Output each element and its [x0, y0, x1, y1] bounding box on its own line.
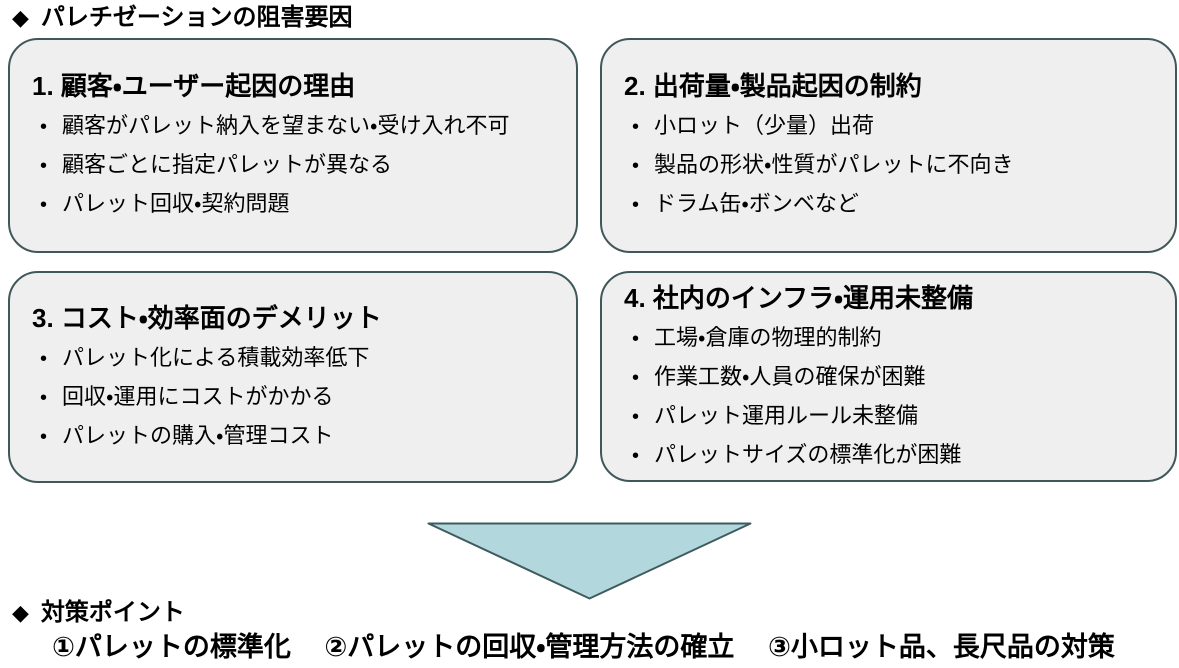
bullet-dot-icon: • — [632, 444, 640, 467]
bullet-item: • 顧客ごとに指定パレットが異なる — [30, 146, 562, 185]
bullet-item: • 小ロット（少量）出荷 — [622, 107, 1161, 146]
bullet-list: • パレット化による積載効率低下 • 回収・運用にコストがかかる • パレットの… — [30, 339, 562, 456]
bullet-dot-icon: • — [40, 155, 48, 177]
bullet-text: 小ロット（少量）出荷 — [654, 113, 875, 138]
bullet-text: 工場・倉庫の物理的制約 — [654, 324, 882, 350]
bullet-dot-icon: • — [40, 386, 48, 409]
bullet-list: • 工場・倉庫の物理的制約 • 作業工数・人員の確保が困難 • パレット運用ルー… — [622, 319, 1161, 475]
bullet-text: ドラム缶・ボンベなど — [654, 191, 859, 216]
factor-box-title: 2. 出荷量・製品起因の制約 — [624, 71, 922, 101]
bullet-item: • 製品の形状・性質がパレットに不向き — [622, 146, 1161, 185]
bullet-dot-icon: • — [632, 327, 640, 350]
bullet-item: • 作業工数・人員の確保が困難 — [622, 358, 1161, 397]
countermeasure-point-1: ①パレットの標準化 — [52, 632, 291, 662]
bullet-text: パレット化による積載効率低下 — [62, 344, 370, 370]
bullet-dot-icon: • — [632, 116, 640, 138]
bullet-item: • 工場・倉庫の物理的制約 — [622, 319, 1161, 358]
bullet-text: パレットサイズの標準化が困難 — [654, 441, 962, 467]
obstacles-heading: ◆ パレチゼーションの阻害要因 — [12, 3, 352, 33]
bullet-text: パレット運用ルール未整備 — [654, 402, 919, 428]
factor-box-cost: 3. コスト・効率面のデメリット • パレット化による積載効率低下 • 回収・運… — [8, 271, 578, 483]
factor-box-title: 3. コスト・効率面のデメリット — [32, 302, 382, 333]
factor-box-customer: 1. 顧客・ユーザー起因の理由 • 顧客がパレット納入を望まない・受け入れ不可 … — [8, 38, 578, 253]
bullet-item: • パレットの購入・管理コスト — [30, 417, 562, 456]
bullet-text: パレット回収・契約問題 — [62, 191, 290, 216]
bullet-item: • パレットサイズの標準化が困難 — [622, 436, 1161, 475]
obstacles-heading-text: パレチゼーションの阻害要因 — [40, 4, 353, 31]
bullet-list: • 小ロット（少量）出荷 • 製品の形状・性質がパレットに不向き • ドラム缶・… — [622, 107, 1161, 224]
countermeasures-heading-text: 対策ポイント — [40, 599, 185, 626]
bullet-text: 回収・運用にコストがかかる — [62, 383, 334, 409]
bullet-text: 顧客ごとに指定パレットが異なる — [62, 152, 393, 177]
countermeasure-point-2: ②パレットの回収・管理方法の確立 — [324, 632, 735, 662]
bullet-dot-icon: • — [40, 347, 48, 370]
bullet-dot-icon: • — [632, 405, 640, 428]
bullet-text: 製品の形状・性質がパレットに不向き — [654, 152, 1014, 177]
bullet-list: • 顧客がパレット納入を望まない・受け入れ不可 • 顧客ごとに指定パレットが異な… — [30, 107, 562, 224]
bullet-dot-icon: • — [40, 116, 48, 138]
down-arrow-icon — [427, 522, 752, 600]
bullet-dot-icon: • — [632, 366, 640, 389]
bullet-item: • パレット運用ルール未整備 — [622, 397, 1161, 436]
diamond-icon: ◆ — [12, 600, 29, 625]
bullet-item: • パレット化による積載効率低下 — [30, 339, 562, 378]
factor-box-infrastructure: 4. 社内のインフラ・運用未整備 • 工場・倉庫の物理的制約 • 作業工数・人員… — [600, 271, 1177, 482]
bullet-text: 作業工数・人員の確保が困難 — [654, 363, 926, 389]
factor-box-shipment: 2. 出荷量・製品起因の制約 • 小ロット（少量）出荷 • 製品の形状・性質がパ… — [600, 38, 1177, 253]
bullet-item: • パレット回収・契約問題 — [30, 185, 562, 224]
bullet-text: 顧客がパレット納入を望まない・受け入れ不可 — [62, 113, 510, 138]
bullet-item: • 回収・運用にコストがかかる — [30, 378, 562, 417]
bullet-dot-icon: • — [632, 155, 640, 177]
bullet-dot-icon: • — [40, 194, 48, 216]
factor-box-title: 4. 社内のインフラ・運用未整備 — [624, 282, 973, 313]
countermeasure-point-3: ③小ロット品、長尺品の対策 — [767, 632, 1115, 662]
factor-box-title: 1. 顧客・ユーザー起因の理由 — [32, 71, 356, 101]
bullet-item: • ドラム缶・ボンベなど — [622, 185, 1161, 224]
bullet-dot-icon: • — [40, 425, 48, 448]
countermeasure-points: ①パレットの標準化 ②パレットの回収・管理方法の確立 ③小ロット品、長尺品の対策 — [52, 631, 1115, 663]
bullet-item: • 顧客がパレット納入を望まない・受け入れ不可 — [30, 107, 562, 146]
bullet-text: パレットの購入・管理コスト — [62, 422, 334, 448]
diamond-icon: ◆ — [12, 5, 29, 30]
bullet-dot-icon: • — [632, 194, 640, 216]
countermeasures-heading: ◆ 対策ポイント — [12, 598, 185, 628]
